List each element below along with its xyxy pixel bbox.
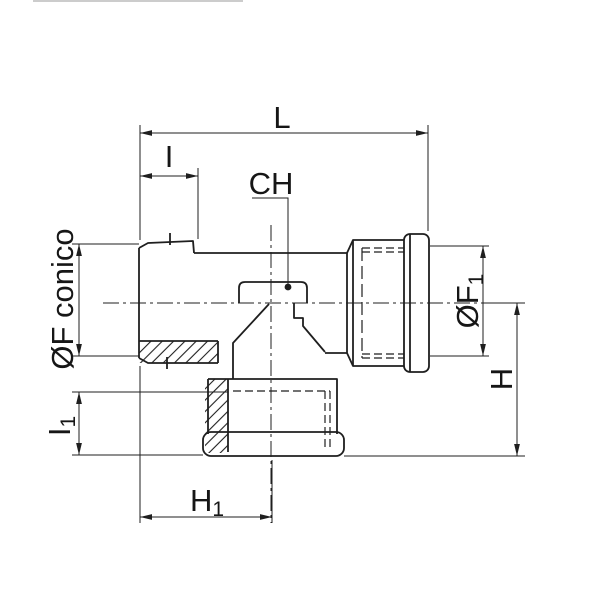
bottom-female-port [202, 378, 345, 457]
h1-main: H [190, 483, 212, 518]
dimension-of1: ØF1 [430, 245, 489, 357]
hex-flats [238, 281, 308, 303]
h1-sub: 1 [212, 498, 224, 521]
dimension-L: L [139, 100, 429, 240]
dimension-CH-label: CH [249, 166, 294, 201]
leader-dot [284, 283, 292, 291]
section-hatching [139, 341, 228, 453]
dimension-of1-label: ØF1 [450, 274, 488, 329]
dimension-i1: I1 [42, 391, 228, 456]
leader-CH: CH [249, 166, 294, 291]
centerlines [103, 225, 490, 523]
dimension-h: H [344, 302, 525, 457]
dimension-h-label: H [484, 368, 519, 390]
dimension-of-conico: ØF conico [45, 228, 139, 370]
dimension-h1: H1 [139, 366, 273, 523]
of1-main: ØF [450, 285, 485, 328]
hidden-thread-lines [233, 247, 404, 448]
dimension-i1-label: I1 [42, 416, 80, 436]
i1-sub: 1 [57, 416, 80, 428]
dimension-I-label: I [165, 139, 174, 174]
dimension-of-conico-label: ØF conico [45, 228, 80, 369]
i1-main: I [42, 428, 77, 437]
of1-sub: 1 [465, 274, 488, 286]
branch-transition [232, 303, 326, 379]
dimension-h1-label: H1 [190, 483, 224, 521]
dimension-L-label: L [273, 100, 290, 135]
dimension-I: I [140, 139, 199, 239]
